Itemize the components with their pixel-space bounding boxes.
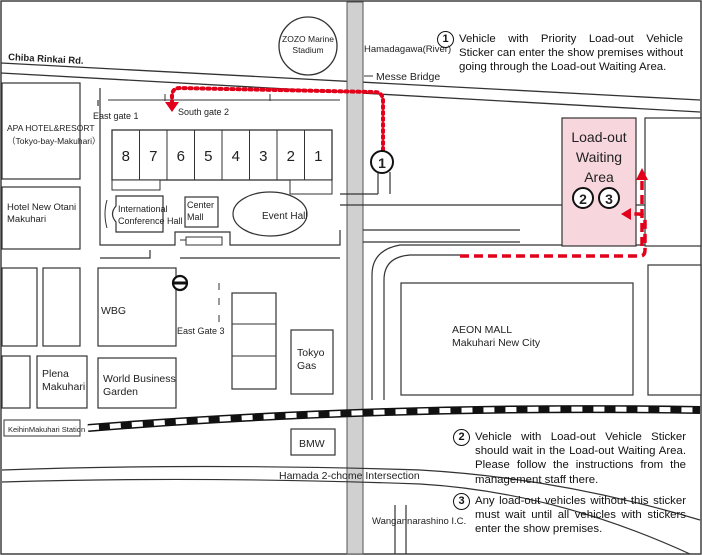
aeon-mall-label-1: AEON MALL	[452, 324, 512, 336]
note-2-number: 2	[453, 429, 470, 446]
international-hall-label-1: International	[118, 204, 168, 214]
hotel-new-otani-label-1: Hotel New Otani	[7, 202, 76, 213]
international-hall-label-2: Conference Hall	[118, 216, 183, 226]
messe-outline	[97, 88, 341, 246]
hall-2-label: 2	[287, 148, 295, 165]
hall-7-label: 7	[149, 148, 157, 165]
hamada-intersection-label: Hamada 2-chome Intersection	[279, 470, 420, 482]
wbg-label: WBG	[101, 305, 126, 317]
east-building-top	[644, 117, 702, 247]
marker-3-label: 3	[605, 191, 613, 207]
halls-annex-1	[111, 179, 161, 191]
marker-2-circle	[572, 187, 594, 209]
event-hall-label: Event Hall	[262, 211, 308, 222]
zozo-stadium	[278, 16, 338, 76]
south-gate-2-label: South gate 2	[178, 107, 229, 117]
waiting-area-box	[561, 117, 637, 247]
marker-3-circle	[598, 187, 620, 209]
messe-bridge-label: Messe Bridge	[376, 71, 440, 83]
center-mall-label-1: Center	[187, 200, 214, 210]
south-roads	[1, 465, 701, 555]
priority-route	[165, 85, 385, 152]
waiting-route	[460, 168, 648, 258]
east-gate-3-label: East Gate 3	[177, 326, 225, 336]
hall-5-label: 5	[204, 148, 212, 165]
chiba-rinkai-road-label: Chiba Rinkai Rd.	[8, 52, 84, 67]
messe-connector-roads	[100, 172, 700, 259]
note-1: 1 Vehicle with Priority Load-out Vehicle…	[437, 31, 683, 75]
plaza-pad	[185, 236, 223, 246]
marker-2-label: 2	[579, 191, 587, 207]
west-building-b	[42, 267, 81, 347]
west-building-a	[1, 267, 38, 347]
exhibition-halls: 8 7 6 5 4 3 2 1	[111, 129, 333, 195]
aeon-mall	[400, 282, 634, 396]
apa-hotel-label-1: APA HOTEL&RESORT	[7, 123, 95, 133]
hotel-new-otani-label-2: Makuhari	[7, 214, 46, 225]
gate-ticks	[99, 94, 271, 104]
waiting-area-label-3: Area	[584, 169, 614, 185]
hall-8-label: 8	[122, 148, 130, 165]
plena-makuhari	[36, 355, 88, 409]
hall-4-label: 4	[232, 148, 240, 165]
east-gate-1-label: East gate 1	[93, 111, 139, 121]
bmw-building	[290, 428, 336, 456]
wbg-garden-label-1: World Business	[103, 373, 176, 385]
east-building-right	[647, 264, 702, 396]
waiting-area-label-1: Load-out	[571, 129, 626, 145]
note-1-number: 1	[437, 31, 454, 48]
apa-hotel	[1, 82, 81, 180]
tokyo-gas	[290, 329, 334, 395]
load-out-waiting-area: Load-out Waiting Area 2 3	[561, 117, 637, 247]
bmw-label: BMW	[299, 438, 325, 450]
tokyo-gas-label-2: Gas	[297, 360, 316, 372]
parking-structure	[231, 292, 277, 390]
note-3-number: 3	[453, 493, 470, 510]
note-1-text: Vehicle with Priority Load-out Vehicle S…	[459, 33, 683, 74]
keiyo-station-label: KeihinMakuhari Station	[8, 425, 85, 434]
wangan-ic-label: Wangannarashino I.C.	[372, 516, 466, 527]
wbg-garden	[97, 357, 177, 409]
route-marker-1-label: 1	[378, 155, 386, 171]
route-marker-1-circle	[370, 150, 394, 174]
zozo-stadium-label-1: ZOZO Marine	[282, 34, 334, 44]
hall-6-label: 6	[177, 148, 185, 165]
note-2-text: Vehicle with Load-out Vehicle Sticker sh…	[475, 431, 686, 486]
hall-1-label: 1	[314, 148, 322, 165]
wbg-building	[97, 267, 177, 347]
waiting-area-label-2: Waiting	[576, 149, 622, 165]
note-3-text: Any load-out vehicles without this stick…	[475, 495, 686, 536]
apa-hotel-label-2: （Tokyo-bay-Makuhari）	[7, 136, 101, 146]
hotel-new-otani	[1, 186, 81, 250]
aeon-mall-label-2: Makuhari New City	[452, 337, 541, 349]
center-mall	[184, 196, 219, 228]
international-conference-hall: International Conference Hall	[104, 195, 183, 233]
zozo-stadium-label-2: Stadium	[292, 45, 323, 55]
note-3: 3 Any load-out vehicles without this sti…	[453, 493, 686, 537]
wbg-garden-label-2: Garden	[103, 386, 138, 398]
event-hall	[232, 191, 308, 237]
railway	[87, 405, 701, 432]
center-mall-label-2: Mall	[187, 212, 204, 222]
tokyo-gas-label-1: Tokyo	[297, 347, 325, 359]
note-2: 2 Vehicle with Load-out Vehicle Sticker …	[453, 429, 686, 487]
halls-annex-2	[289, 179, 333, 195]
west-building-c	[1, 355, 31, 409]
hamadagawa-river-label: Hamadagawa(River)	[364, 44, 451, 55]
hall-3-label: 3	[259, 148, 267, 165]
traffic-signal-icon	[171, 274, 189, 292]
plena-makuhari-label-2: Makuhari	[42, 381, 85, 393]
ramp-curves	[371, 244, 700, 400]
plena-makuhari-label-1: Plena	[42, 368, 69, 380]
keiyo-station-box	[3, 419, 81, 437]
